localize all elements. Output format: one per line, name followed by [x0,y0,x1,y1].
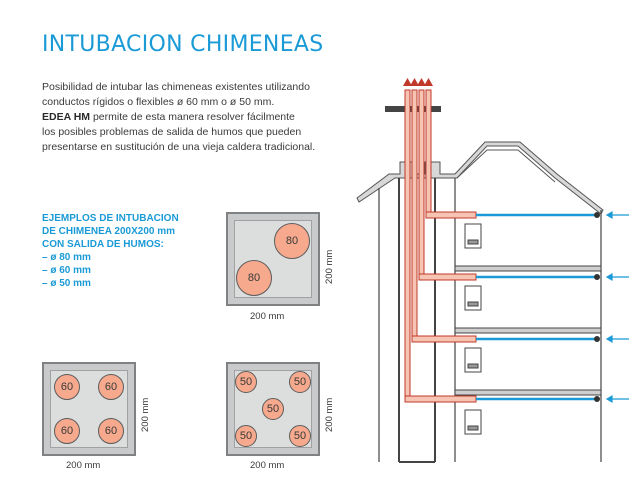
intro-line: los posibles problemas de salida de humo… [42,126,302,138]
height-dimension: 200 mm [140,397,151,432]
width-dimension: 200 mm [250,460,285,471]
chimney-section-60: 60 60 60 60 [42,362,136,456]
examples-item: – ø 50 mm [42,278,91,289]
examples-list: EJEMPLOS DE INTUBACION DE CHIMENEA 200X2… [42,212,179,290]
building-chimney-diagram [356,78,629,463]
intro-line: presentarse en sustitución de una vieja … [42,141,316,153]
examples-heading: EJEMPLOS DE INTUBACION [42,213,179,224]
width-dimension: 200 mm [66,460,101,471]
examples-item: – ø 80 mm [42,252,91,263]
building-roof [356,141,604,215]
duct-circle: 50 [289,425,311,447]
duct-circle: 80 [274,223,310,259]
arrow-left-icon [605,210,629,404]
duct-circle: 80 [236,260,272,296]
page-title: INTUBACION CHIMENEAS [42,32,324,57]
intro-line: conductos rígidos o flexibles ø 60 mm o … [42,96,275,108]
intro-paragraph: Posibilidad de intubar las chimeneas exi… [42,80,362,155]
product-name: EDEA HM [42,111,91,123]
intro-line-rest: permite de esta manera resolver fácilmen… [90,111,295,123]
chimney-section-80: 80 80 [226,212,320,306]
duct-circle: 60 [98,374,124,400]
duct-circle: 50 [262,398,284,420]
building-walls [378,178,602,463]
height-dimension: 200 mm [324,249,335,284]
duct-circle: 60 [54,418,80,444]
height-dimension: 200 mm [324,397,335,432]
building-floors [454,265,602,396]
air-intake-lines [476,213,595,401]
width-dimension: 200 mm [250,311,285,322]
flue-ducts [404,89,432,403]
intro-line: EDEA HM permite de esta manera resolver … [42,110,362,125]
examples-heading: DE CHIMENEA 200X200 mm [42,226,176,237]
duct-circle: 50 [235,425,257,447]
duct-circle: 60 [98,418,124,444]
duct-circle: 60 [54,374,80,400]
intro-line: Posibilidad de intubar las chimeneas exi… [42,81,310,93]
arrow-up-icon [403,78,433,86]
boiler-icon [464,223,482,435]
examples-heading: CON SALIDA DE HUMOS: [42,239,164,250]
chimney-section-50: 50 50 50 50 50 [226,362,320,456]
wall-terminal [594,212,600,402]
duct-circle: 50 [235,371,257,393]
examples-item: – ø 60 mm [42,265,91,276]
duct-circle: 50 [289,371,311,393]
